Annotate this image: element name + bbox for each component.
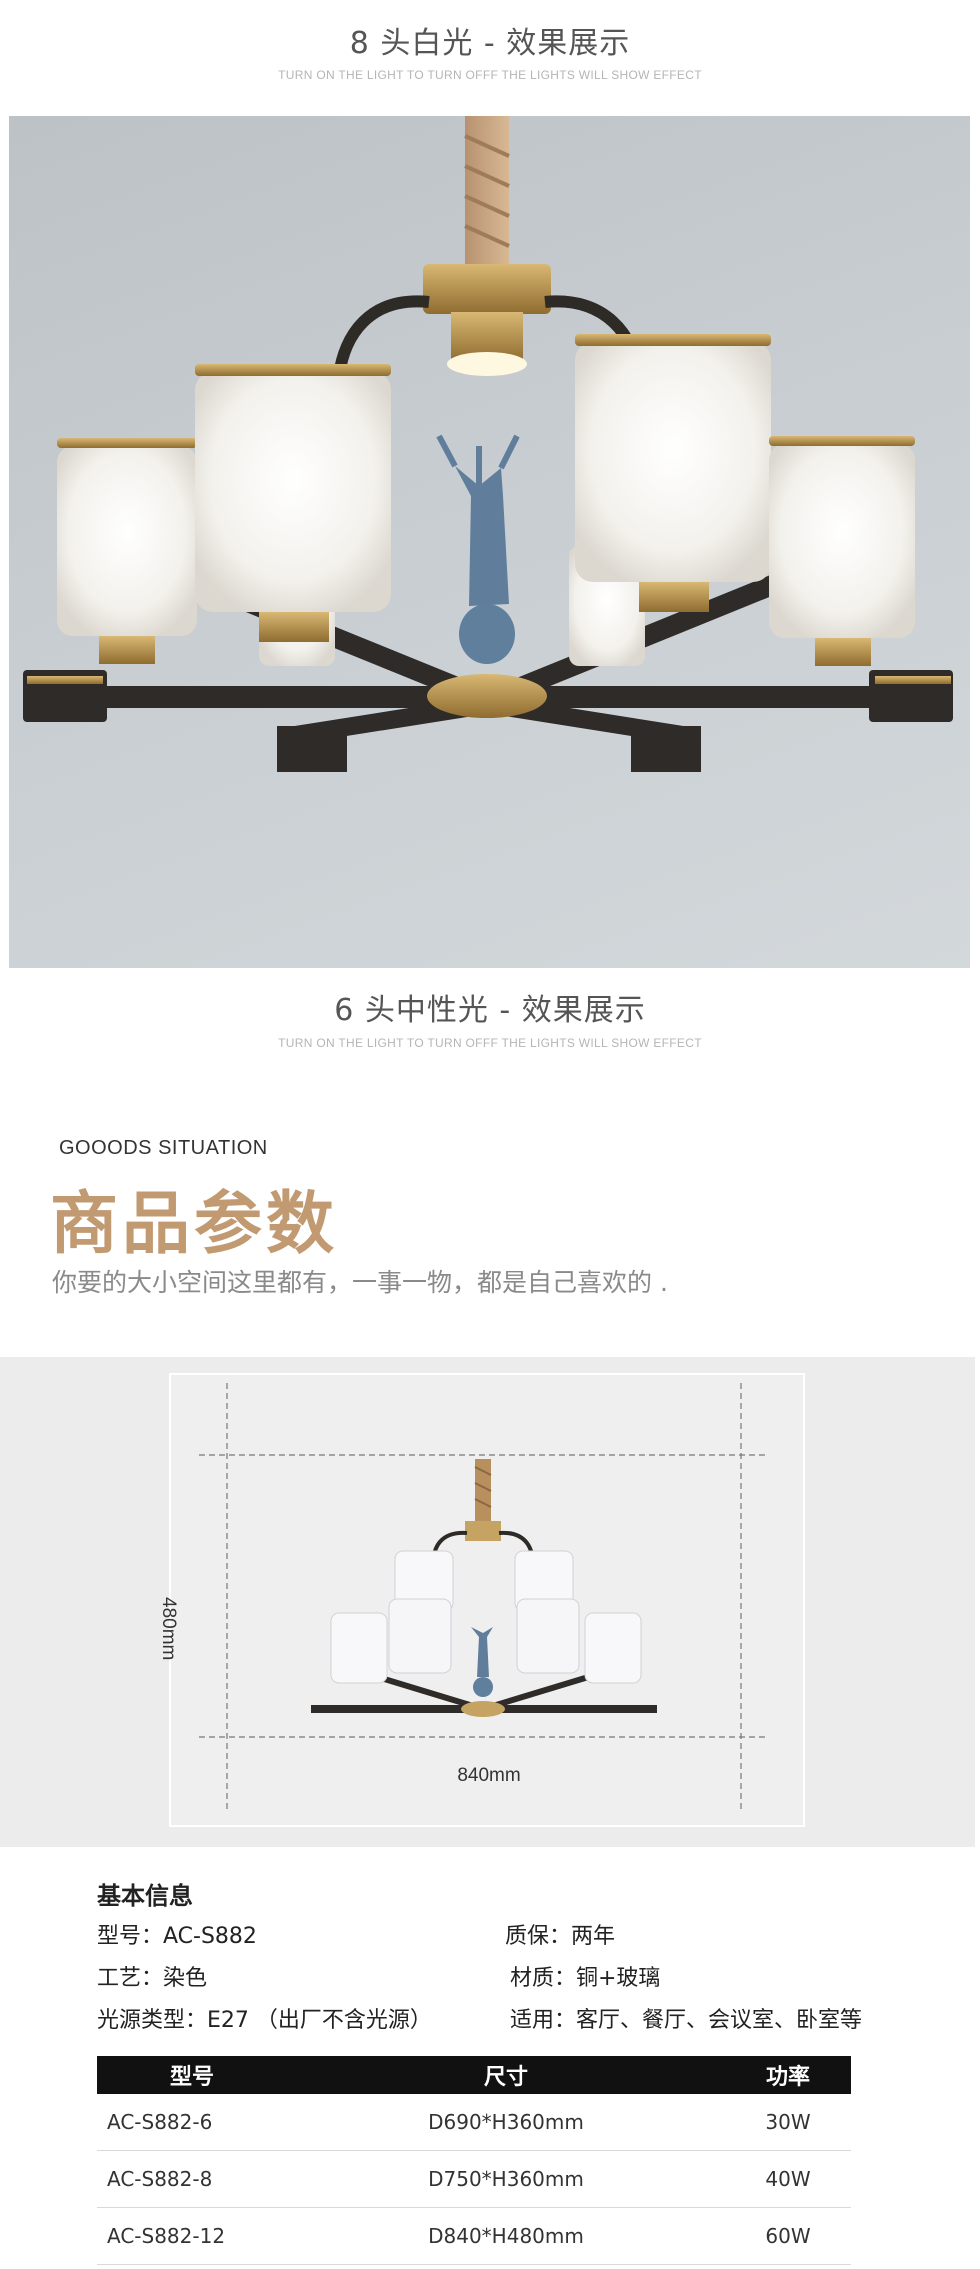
cell-model: AC-S882-8	[107, 2167, 213, 2191]
effect-title-8-head: 8 头白光 - 效果展示	[349, 26, 631, 61]
spec-table: 型号 尺寸 功率 AC-S882-6 D690*H360mm 30W AC-S8…	[97, 2056, 851, 2265]
cell-model: AC-S882-6	[107, 2110, 213, 2134]
dimension-height-label: 480mm	[158, 1597, 179, 1661]
info-light-source: 光源类型：E27 （出厂不含光源）	[97, 2008, 432, 2033]
table-row: AC-S882-8 D750*H360mm 40W	[97, 2151, 851, 2208]
cell-power: 30W	[765, 2110, 811, 2134]
header-size: 尺寸	[483, 2065, 528, 2090]
table-row: AC-S882-12 D840*H480mm 60W	[97, 2208, 851, 2265]
basic-info-heading: 基本信息	[97, 1882, 193, 1910]
info-craft: 工艺：染色	[97, 1966, 208, 1991]
goods-description: 你要的大小空间这里都有，一事一物，都是自己喜欢的 .	[52, 1268, 668, 1297]
goods-title: 商品参数	[50, 1185, 339, 1264]
cell-size: D690*H360mm	[428, 2110, 584, 2134]
cell-power: 60W	[765, 2224, 811, 2248]
chandelier-illustration	[23, 116, 953, 772]
info-warranty: 质保：两年	[505, 1924, 616, 1949]
dimension-card: 480mm 840mm	[158, 1373, 805, 1827]
info-model: 型号：AC-S882	[97, 1924, 257, 1949]
dimension-width-label: 840mm	[457, 1765, 521, 1786]
cell-power: 40W	[765, 2167, 811, 2191]
spec-table-header: 型号 尺寸 功率	[97, 2056, 851, 2094]
header-power: 功率	[765, 2065, 810, 2090]
effect-subtitle-8-head: TURN ON THE LIGHT TO TURN OFFF THE LIGHT…	[278, 68, 702, 82]
cell-size: D840*H480mm	[428, 2224, 584, 2248]
dimension-diagram	[199, 1383, 767, 1813]
cell-model: AC-S882-12	[107, 2224, 226, 2248]
info-usage: 适用：客厅、餐厅、会议室、卧室等	[510, 2008, 863, 2033]
header-model: 型号	[169, 2065, 214, 2090]
cell-size: D750*H360mm	[428, 2167, 584, 2191]
table-row: AC-S882-6 D690*H360mm 30W	[97, 2094, 851, 2151]
chandelier-photo	[9, 116, 970, 968]
info-material: 材质：铜+玻璃	[510, 1966, 661, 1991]
effect-subtitle-6-head: TURN ON THE LIGHT TO TURN OFFF THE LIGHT…	[278, 1036, 702, 1050]
effect-title-6-head: 6 头中性光 - 效果展示	[334, 993, 646, 1028]
goods-eyebrow: GOOODS SITUATION	[59, 1137, 268, 1159]
